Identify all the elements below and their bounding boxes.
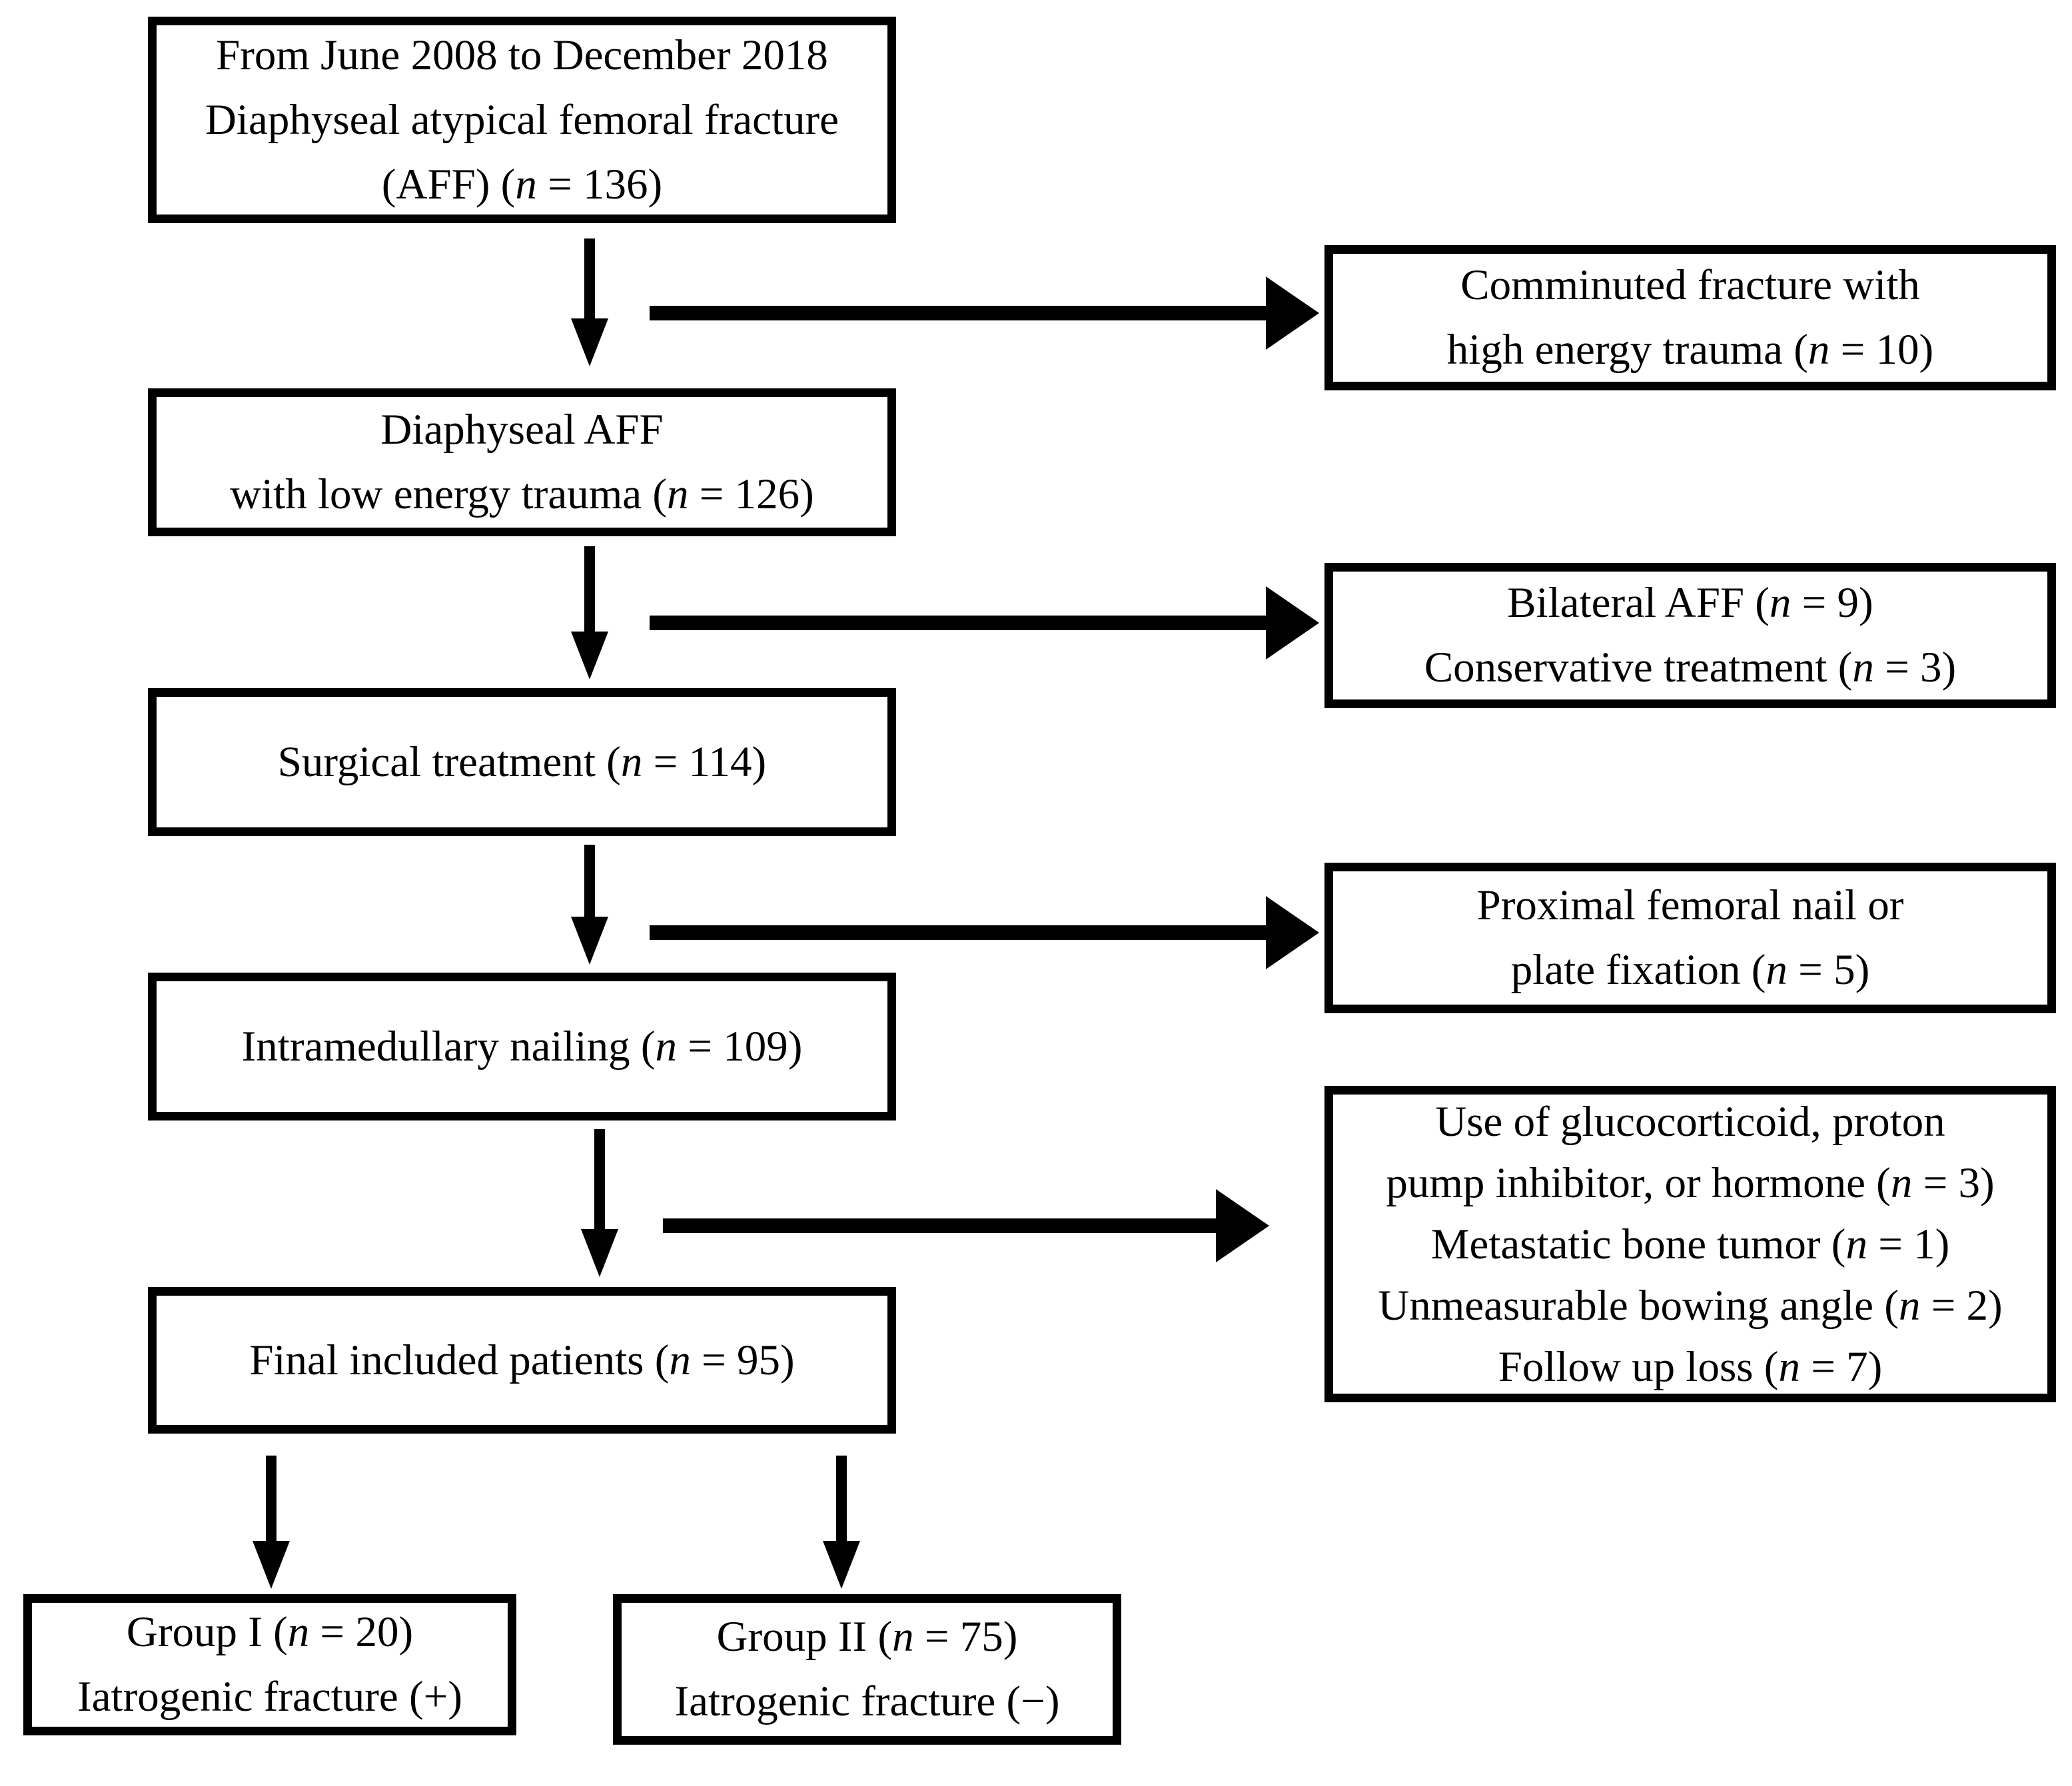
box-text-line: pump inhibitor, or hormone (n = 3) xyxy=(1386,1158,1995,1207)
box-text-line: with low energy trauma (n = 126) xyxy=(230,470,814,518)
arrow-down-final-to-group-1-icon xyxy=(253,1456,290,1589)
arrow-head xyxy=(581,1229,618,1277)
arrow-down-nailing-to-final-icon xyxy=(581,1129,618,1277)
flow-box-group-1: Group I (n = 20) Iatrogenic fracture (+) xyxy=(23,1594,516,1735)
arrow-shaft xyxy=(650,306,1271,320)
arrow-head xyxy=(571,632,608,679)
flow-box-low-energy-trauma: Diaphyseal AFF with low energy trauma (n … xyxy=(148,388,896,536)
arrow-head xyxy=(571,318,608,366)
arrow-right-to-excluded-comminuted-icon xyxy=(650,276,1319,350)
box-text-line: From June 2008 to December 2018 xyxy=(216,31,828,79)
arrow-shaft xyxy=(663,1218,1221,1233)
box-text-line: Group I (n = 20) xyxy=(126,1608,414,1656)
arrow-shaft xyxy=(584,238,595,326)
box-text-line: Metastatic bone tumor (n = 1) xyxy=(1430,1220,1950,1268)
arrow-head xyxy=(1266,896,1319,969)
box-text-line: Unmeasurable bowing angle (n = 2) xyxy=(1378,1281,2003,1330)
flow-box-intramedullary-nailing: Intramedullary nailing (n = 109) xyxy=(148,973,896,1120)
arrow-shaft xyxy=(584,546,595,640)
box-text-line: Iatrogenic fracture (+) xyxy=(77,1673,462,1721)
arrow-shaft xyxy=(650,925,1271,940)
arrow-shaft xyxy=(650,616,1271,630)
box-text-line: Conservative treatment (n = 3) xyxy=(1424,644,1957,691)
box-text-line: Iatrogenic fracture (−) xyxy=(674,1677,1060,1725)
arrow-down-enrollment-to-low-energy-icon xyxy=(571,238,608,366)
flow-box-excluded-proximal-nail-plate: Proximal femoral nail or plate fixation (… xyxy=(1324,863,2056,1013)
arrow-shaft xyxy=(836,1456,847,1549)
box-text-line: Surgical treatment (n = 114) xyxy=(277,737,767,786)
flow-box-excluded-bilateral-conservative: Bilateral AFF (n = 9) Conservative treatm… xyxy=(1324,563,2056,708)
box-text-line: Intramedullary nailing (n = 109) xyxy=(241,1022,803,1071)
arrow-down-low-energy-to-surgical-icon xyxy=(571,546,608,679)
arrow-right-to-excluded-other-icon xyxy=(663,1189,1269,1262)
arrow-head xyxy=(571,917,608,965)
box-text-line: Bilateral AFF (n = 9) xyxy=(1507,579,1873,627)
box-text-line: high energy trauma (n = 10) xyxy=(1446,326,1934,374)
arrow-head xyxy=(1216,1189,1269,1262)
arrow-right-to-excluded-bilateral-icon xyxy=(650,586,1319,660)
box-text-line: Final included patients (n = 95) xyxy=(249,1336,795,1384)
box-text-line: Use of glucocorticoid, proton xyxy=(1435,1097,1945,1146)
flow-box-excluded-other-reasons: Use of glucocorticoid, proton pump inhibi… xyxy=(1324,1086,2056,1402)
arrow-down-surgical-to-nailing-icon xyxy=(571,845,608,965)
box-text-line: Proximal femoral nail or xyxy=(1476,881,1904,929)
arrow-head xyxy=(823,1541,860,1589)
box-text-line: Group II (n = 75) xyxy=(716,1613,1018,1661)
flow-box-excluded-comminuted: Comminuted fracture with high energy trau… xyxy=(1324,245,2056,390)
arrow-head xyxy=(253,1541,290,1589)
box-text-line: Diaphyseal AFF xyxy=(380,406,664,454)
box-text-line: Diaphyseal atypical femoral fracture xyxy=(205,95,839,144)
arrow-right-to-excluded-proximal-icon xyxy=(650,896,1319,969)
arrow-down-final-to-group-2-icon xyxy=(823,1456,860,1589)
box-text-line: Comminuted fracture with xyxy=(1460,261,1920,309)
flow-box-final-included: Final included patients (n = 95) xyxy=(148,1287,896,1434)
box-text-line: (AFF) (n = 136) xyxy=(381,160,663,209)
box-text-line: plate fixation (n = 5) xyxy=(1510,946,1870,994)
arrow-head xyxy=(1266,276,1319,350)
flow-box-surgical-treatment: Surgical treatment (n = 114) xyxy=(148,688,896,836)
arrow-shaft xyxy=(594,1129,605,1237)
arrow-shaft xyxy=(266,1456,276,1549)
flow-box-group-2: Group II (n = 75) Iatrogenic fracture (−) xyxy=(613,1594,1121,1745)
arrow-shaft xyxy=(584,845,595,925)
box-text-line: Follow up loss (n = 7) xyxy=(1498,1342,1883,1391)
arrow-head xyxy=(1266,586,1319,660)
